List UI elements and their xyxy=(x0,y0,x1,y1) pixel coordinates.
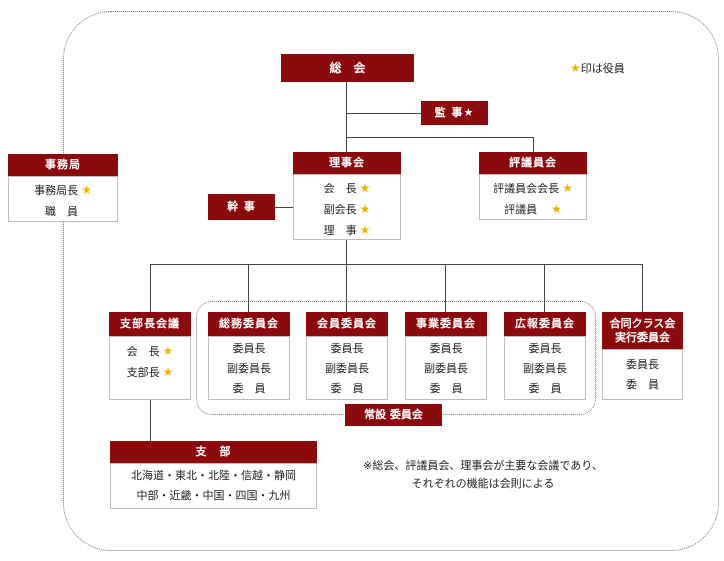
auditor-header: 監 事★ xyxy=(421,101,488,125)
committee-members: 委員長 副委員長 委 員 xyxy=(405,336,487,400)
member-row: 会 長★ xyxy=(126,344,174,358)
connector-line xyxy=(346,137,534,138)
branch-chiefs-header: 支部長会議 xyxy=(109,312,191,336)
connector-line xyxy=(274,207,293,208)
office-members: 事務局長★ 職 員 xyxy=(8,176,118,222)
organization-frame xyxy=(63,11,719,551)
connector-line xyxy=(544,264,545,313)
joint-committee-members: 委員長 委 員 xyxy=(602,349,683,400)
star-icon: ★ xyxy=(551,202,562,216)
connector-line xyxy=(248,264,249,313)
star-icon: ★ xyxy=(162,344,174,358)
member-row: 委 員 xyxy=(626,378,659,391)
member-row: 委 員 xyxy=(429,382,463,395)
member-row: 職 員 xyxy=(45,205,78,218)
legend: ★印は役員 xyxy=(570,60,625,76)
legend-text: 印は役員 xyxy=(580,62,625,75)
connector-line xyxy=(346,264,347,313)
committee-header: 広報委員会 xyxy=(504,312,586,336)
connector-line xyxy=(150,264,643,265)
member-row: 評議員会会長★ xyxy=(493,181,573,195)
star-icon: ★ xyxy=(359,181,371,195)
member-row: 副会長★ xyxy=(323,202,371,216)
branches-list: 北海道・東北・北陸・信越・静岡 中部・近畿・中国・四国・九州 xyxy=(110,463,317,509)
star-icon: ★ xyxy=(162,365,174,379)
branches-header: 支 部 xyxy=(110,441,317,463)
footnote-line: ※総会、評議員会、理事会が主要な会議であり、 xyxy=(363,459,603,472)
member-row: 委員長 xyxy=(232,342,266,355)
committee-header: 総務委員会 xyxy=(208,312,290,336)
member-row: 支部長★ xyxy=(126,365,174,379)
member-row: 評議員 ★ xyxy=(504,202,562,216)
member-row: 委 員 xyxy=(232,382,266,395)
committee-header: 会員委員会 xyxy=(306,312,388,336)
committee-members: 委員長 副委員長 委 員 xyxy=(208,336,290,400)
member-row: 会 長★ xyxy=(323,181,371,195)
board-members: 会 長★ 副会長★ 理 事★ xyxy=(293,174,401,240)
star-icon: ★ xyxy=(562,181,573,195)
connector-line xyxy=(642,264,643,313)
board-header: 理事会 xyxy=(293,152,401,174)
star-icon: ★ xyxy=(359,223,371,237)
connector-line xyxy=(346,239,347,264)
member-row: 副委員長 xyxy=(523,362,567,375)
secretary-header: 幹 事 xyxy=(208,194,275,220)
joint-committee-title-line1: 合同クラス会 xyxy=(609,316,676,330)
committee-members: 委員長 副委員長 委 員 xyxy=(504,336,586,400)
footnote: ※総会、評議員会、理事会が主要な会議であり、 それぞれの機能は会則による xyxy=(352,457,614,493)
council-header: 評議員会 xyxy=(479,152,587,174)
committee-members: 委員長 副委員長 委 員 xyxy=(306,336,388,400)
joint-committee-title-line2: 実行委員会 xyxy=(615,330,670,344)
connector-line xyxy=(150,400,151,442)
footnote-line: それぞれの機能は会則による xyxy=(411,477,555,490)
star-icon: ★ xyxy=(81,183,92,197)
member-row: 副委員長 xyxy=(227,362,271,375)
member-row: 委員長 xyxy=(528,342,562,355)
member-row: 副委員長 xyxy=(325,362,369,375)
connector-line xyxy=(533,137,534,153)
member-row: 委員長 xyxy=(429,342,463,355)
member-row: 事務局長★ xyxy=(34,183,92,197)
connector-line xyxy=(150,264,151,313)
joint-committee-header: 合同クラス会 実行委員会 xyxy=(602,312,683,349)
star-icon: ★ xyxy=(359,202,371,216)
branch-line: 北海道・東北・北陸・信越・静岡 xyxy=(131,469,296,482)
connector-line xyxy=(346,81,347,153)
member-row: 委員長 xyxy=(626,358,659,371)
member-row: 委員長 xyxy=(330,342,364,355)
star-icon: ★ xyxy=(570,61,581,75)
office-header: 事務局 xyxy=(8,154,118,176)
connector-line xyxy=(346,113,422,114)
member-row: 副委員長 xyxy=(424,362,468,375)
committee-header: 事業委員会 xyxy=(405,312,487,336)
branch-line: 中部・近畿・中国・四国・九州 xyxy=(136,489,291,502)
member-row: 理 事★ xyxy=(323,223,371,237)
general-meeting-header: 総 会 xyxy=(281,54,414,82)
council-members: 評議員会会長★ 評議員 ★ xyxy=(479,174,587,220)
member-row: 委 員 xyxy=(330,382,364,395)
standing-committees-label: 常設 委員会 xyxy=(345,404,442,426)
member-row: 委 員 xyxy=(528,382,562,395)
branch-chiefs-members: 会 長★ 支部長★ xyxy=(109,336,191,400)
connector-line xyxy=(445,264,446,313)
